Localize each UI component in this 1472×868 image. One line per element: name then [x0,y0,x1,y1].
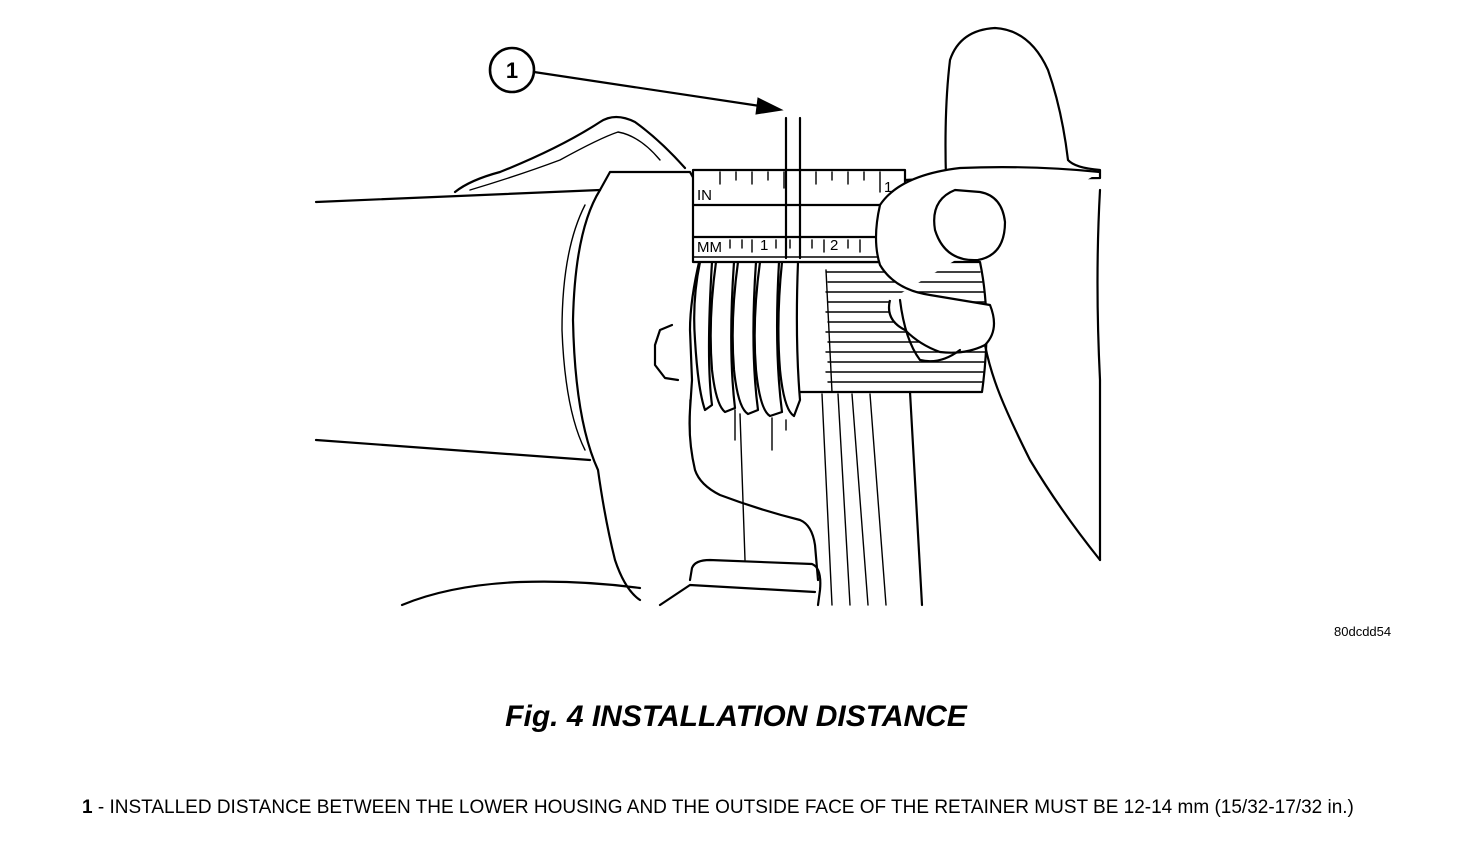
legend: 1 - INSTALLED DISTANCE BETWEEN THE LOWER… [82,795,1442,820]
installation-illustration: IN 1 MM 1 2 1 [314,26,1102,607]
housing-flange-left-inner [561,204,586,451]
scale-inch-mark: 1 [884,179,892,196]
hand-palm [1096,188,1102,562]
lower-housing-flange [598,170,820,582]
housing-bottom-curve [400,580,642,607]
legend-item-text: INSTALLED DISTANCE BETWEEN THE LOWER HOU… [109,797,1354,818]
figure-title: Fig. 4 INSTALLATION DISTANCE [505,700,967,733]
housing-lower-edge [314,438,592,462]
scale-mm-label: MM [697,239,722,256]
legend-item-separator: - [92,797,110,818]
hand-wrist [983,343,1102,562]
flange-boss [653,323,680,382]
figure-code: 80dcdd54 [1334,624,1392,639]
seal-retainer-rings [689,260,802,451]
scale-mm-mark-2: 2 [830,237,838,254]
callout-leader-line [532,70,762,108]
housing-top-lump [453,115,687,194]
housing-bottom-base [658,583,817,607]
housing-top-lump-inner [469,131,661,191]
splined-shaft [739,260,988,607]
scale-inch-label: IN [697,187,712,204]
hand-thumb [874,166,1101,354]
callout-number: 1 [506,58,518,83]
thumbnail [933,188,1007,262]
hand-finger-top [903,26,1102,182]
legend-item: 1 - INSTALLED DISTANCE BETWEEN THE LOWER… [82,795,1442,820]
hand-fingertip-under [898,298,962,363]
callout-arrowhead [755,97,784,115]
legend-item-number: 1 [82,797,93,818]
housing-bottom-step [688,558,822,607]
housing-flange-left [571,188,642,602]
callout-circle [488,46,536,94]
housing-upper-edge [314,188,602,204]
scale-mm-mark-1: 1 [760,237,768,254]
